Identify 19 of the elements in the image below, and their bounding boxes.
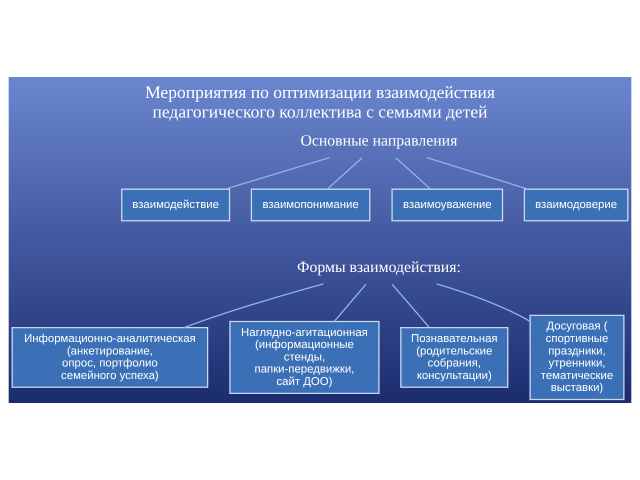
node-text: Основные направления (300, 132, 458, 150)
node-box: Информационно-аналитическая (анкетирование, опрос, портфолио семейного успеха) (12, 326, 208, 388)
connector (184, 283, 324, 328)
connector (426, 157, 528, 190)
connector (436, 283, 530, 322)
connector (326, 157, 362, 190)
connector (395, 157, 432, 190)
diagram-title: Мероприятия по оптимизации взаимодействия педагогического коллектива с семьями детей (145, 82, 495, 122)
node-text: Формы взаимодействия: (296, 258, 461, 276)
node-box: взаимоуважение (391, 188, 504, 222)
node-box: Познавательная (родительские собрания, консультации) (400, 326, 508, 388)
node-box: взаимодействие (121, 188, 230, 222)
node-box: Наглядно-агитационная (информационные стенды, папки-передвижки, сайт ДОО) (229, 320, 380, 394)
node-box: взаимодоверие (524, 188, 628, 222)
node-box: Досуговая ( спортивные праздники, утренники, тематические выставки) (529, 314, 625, 400)
node-box: взаимопонимание (250, 188, 370, 222)
connector (225, 157, 330, 190)
connector (334, 284, 366, 322)
connector (392, 284, 430, 328)
